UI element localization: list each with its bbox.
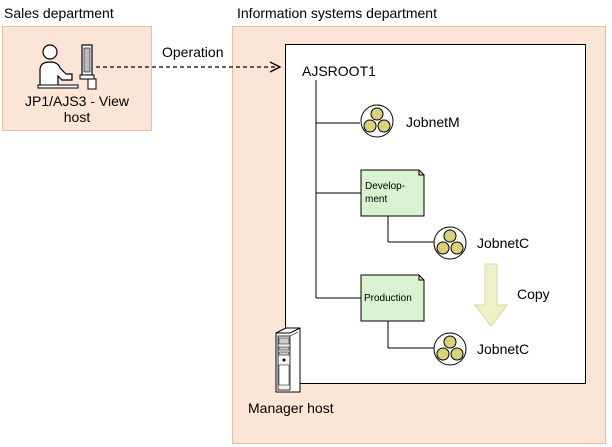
copy-arrow-icon <box>473 263 509 327</box>
manager-host-panel <box>285 44 586 384</box>
copy-label: Copy <box>517 286 550 302</box>
development-jobnet-label: JobnetC <box>477 235 530 251</box>
jobnet-icon <box>360 104 394 138</box>
info-department-label: Information systems department <box>237 5 437 21</box>
user-at-computer-icon <box>37 44 97 90</box>
sales-department-label: Sales department <box>4 5 114 21</box>
sales-department-region <box>2 26 152 131</box>
manager-host-label: Manager host <box>248 400 334 416</box>
production-jobnet-label: JobnetC <box>477 341 530 357</box>
folder-icon <box>360 274 425 322</box>
jobnet-m-label: JobnetM <box>406 114 460 130</box>
jobnet-icon <box>433 332 467 366</box>
server-icon <box>275 327 301 393</box>
operation-label: Operation <box>162 44 224 60</box>
tree-connector-lines <box>315 80 434 349</box>
development-folder-label: Develop- ment <box>365 181 406 205</box>
jobnet-icon <box>433 226 467 260</box>
production-folder-label: Production <box>364 293 412 304</box>
root-label: AJSROOT1 <box>302 63 376 79</box>
folder-icon <box>360 169 425 217</box>
view-host-label: JP1/AJS3 - View host <box>24 93 129 125</box>
operation-arrow <box>96 61 282 73</box>
